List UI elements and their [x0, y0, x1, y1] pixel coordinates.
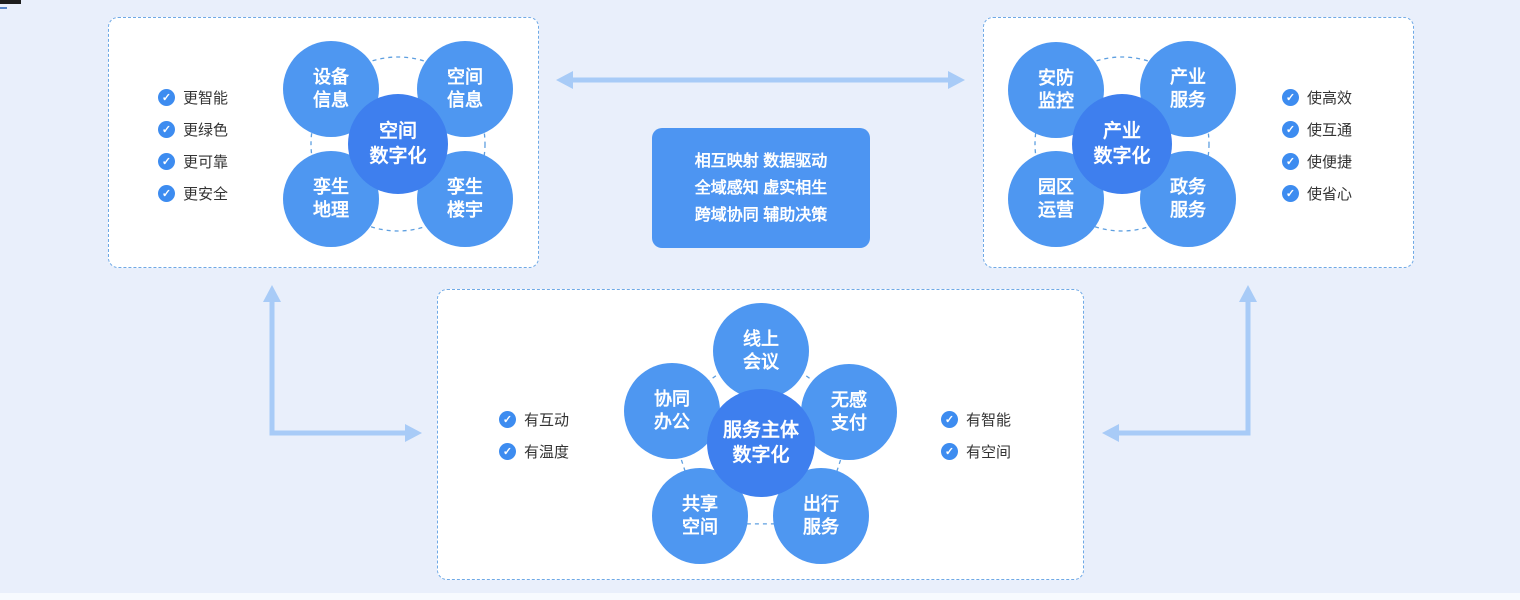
- feature-label: 更绿色: [183, 121, 229, 139]
- check-icon: ✓: [1282, 88, 1299, 106]
- feature-item: ✓ 有温度: [499, 442, 570, 461]
- bubble-collaborative-office: 协同 办公: [624, 363, 720, 459]
- corner-artifact: [0, 0, 21, 9]
- check-icon: ✓: [1282, 120, 1299, 138]
- feature-label: 使省心: [1307, 185, 1353, 203]
- bubble-online-meeting: 线上 会议: [713, 303, 809, 399]
- feature-label: 有温度: [524, 443, 570, 461]
- check-icon: ✓: [158, 184, 175, 202]
- feature-item: ✓ 更绿色: [158, 120, 229, 139]
- feature-item: ✓ 更可靠: [158, 152, 229, 171]
- hub-space-digitalization: 空间 数字化: [348, 94, 448, 194]
- feature-label: 使互通: [1307, 121, 1353, 139]
- check-icon: ✓: [158, 88, 175, 106]
- check-icon: ✓: [1282, 152, 1299, 170]
- feature-label: 有空间: [966, 443, 1012, 461]
- check-icon: ✓: [941, 442, 958, 460]
- bottom-strip: [0, 593, 1520, 600]
- right-connector-arrow-icon: [1102, 285, 1257, 442]
- feature-label: 有智能: [966, 411, 1012, 429]
- check-icon: ✓: [1282, 184, 1299, 202]
- horizontal-double-arrow-icon: [556, 71, 965, 89]
- feature-item: ✓ 有互动: [499, 410, 570, 429]
- feature-label: 有互动: [524, 411, 570, 429]
- feature-label: 使高效: [1307, 89, 1353, 107]
- feature-item: ✓ 更安全: [158, 184, 229, 203]
- bubble-seamless-payment: 无感 支付: [801, 364, 897, 460]
- feature-item: ✓ 使高效: [1282, 88, 1353, 107]
- feature-label: 使便捷: [1307, 153, 1353, 171]
- check-icon: ✓: [941, 410, 958, 428]
- feature-label: 更可靠: [183, 153, 229, 171]
- check-icon: ✓: [158, 120, 175, 138]
- feature-item: ✓ 更智能: [158, 88, 229, 107]
- center-principles-box: 相互映射 数据驱动 全域感知 虚实相生 跨域协同 辅助决策: [652, 128, 870, 248]
- hub-service-entity-digitalization: 服务主体 数字化: [707, 389, 815, 497]
- feature-item: ✓ 使互通: [1282, 120, 1353, 139]
- check-icon: ✓: [499, 442, 516, 460]
- feature-item: ✓ 使便捷: [1282, 152, 1353, 171]
- feature-item: ✓ 有智能: [941, 410, 1012, 429]
- feature-label: 更智能: [183, 89, 229, 107]
- feature-label: 更安全: [183, 185, 229, 203]
- left-connector-arrow-icon: [263, 285, 422, 442]
- check-icon: ✓: [158, 152, 175, 170]
- feature-item: ✓ 有空间: [941, 442, 1012, 461]
- hub-industry-digitalization: 产业 数字化: [1072, 94, 1172, 194]
- feature-item: ✓ 使省心: [1282, 184, 1353, 203]
- check-icon: ✓: [499, 410, 516, 428]
